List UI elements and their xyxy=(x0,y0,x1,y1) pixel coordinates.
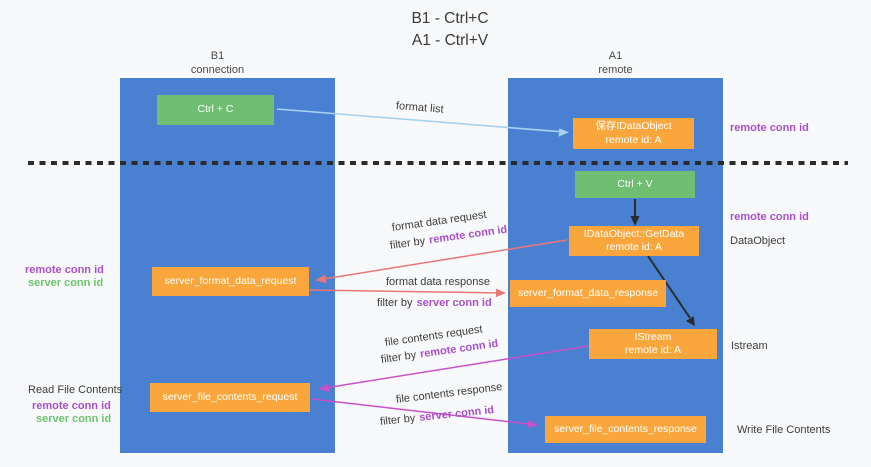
label-format-list: format list xyxy=(395,100,445,116)
side-istream: Istream xyxy=(731,340,768,352)
side-server-conn-id-left2: server conn id xyxy=(36,413,112,425)
side-dataobject: DataObject xyxy=(730,235,786,247)
side-remote-conn-id-left2: remote conn id xyxy=(32,400,111,412)
node-save-idataobject-line2: remote id: A xyxy=(605,133,662,146)
node-ctrl-v: Ctrl + V xyxy=(575,171,695,198)
side-write-file-contents: Write File Contents xyxy=(737,424,831,436)
node-ctrl-c: Ctrl + C xyxy=(157,95,274,125)
node-istream-line1: IStream xyxy=(634,330,672,343)
filter-by-text: filter by xyxy=(380,349,417,366)
label-file-contents-response: file contents response xyxy=(395,381,503,406)
diagram-title: B1 - Ctrl+C A1 - Ctrl+V xyxy=(300,8,600,53)
label-format-data-response: format data response xyxy=(386,276,490,288)
column-a1-title: A1 xyxy=(608,50,623,62)
node-save-idataobject-line1: 保存IDataObject xyxy=(595,120,672,133)
node-server-format-data-request-label: server_format_data_request xyxy=(164,274,297,287)
node-save-idataobject: 保存IDataObject remote id: A xyxy=(573,118,694,149)
format-data-response-arrowhead xyxy=(495,288,506,298)
title-line-2: A1 - Ctrl+V xyxy=(411,32,489,50)
node-server-format-data-response: server_format_data_response xyxy=(510,280,666,307)
column-a1-subtitle: remote xyxy=(598,63,633,76)
side-remote-conn-id-left1: remote conn id xyxy=(25,264,104,276)
server-conn-id-text: server conn id xyxy=(416,297,492,309)
side-remote-conn-id-top: remote conn id xyxy=(730,122,809,134)
node-istream: IStream remote id: A xyxy=(589,329,717,359)
node-idataobject-getdata-line2: remote id: A xyxy=(605,241,663,253)
filter-by-text: filter by xyxy=(377,297,413,309)
filter-by-text: filter by xyxy=(389,235,426,252)
column-header-a1: A1 remote xyxy=(508,50,723,78)
node-ctrl-c-label: Ctrl + C xyxy=(197,103,234,116)
node-ctrl-v-label: Ctrl + V xyxy=(617,177,653,190)
column-header-b1: B1 connection xyxy=(110,50,325,78)
side-remote-conn-id-mid: remote conn id xyxy=(730,211,809,223)
node-server-format-data-request: server_format_data_request xyxy=(152,267,309,296)
node-server-file-contents-request: server_file_contents_request xyxy=(150,383,310,412)
side-read-file-contents: Read File Contents xyxy=(28,384,123,396)
title-line-1: B1 - Ctrl+C xyxy=(411,10,489,27)
column-b1-subtitle: connection xyxy=(190,63,245,76)
server-conn-id-text: server conn id xyxy=(418,404,495,424)
node-idataobject-getdata-line1: IDataObject::GetData xyxy=(583,227,685,240)
node-server-format-data-response-label: server_format_data_response xyxy=(517,286,659,299)
node-server-file-contents-request-label: server_file_contents_request xyxy=(162,390,298,403)
node-server-file-contents-response: server_file_contents_response xyxy=(545,416,706,443)
format-data-response-arrow xyxy=(308,289,497,294)
column-b1-title: B1 xyxy=(210,50,225,62)
node-istream-line2: remote id: A xyxy=(624,344,682,356)
node-server-file-contents-response-label: server_file_contents_response xyxy=(553,422,697,435)
side-server-conn-id-left1: server conn id xyxy=(28,277,104,289)
node-idataobject-getdata: IDataObject::GetData remote id: A xyxy=(569,226,699,256)
filter-by-text: filter by xyxy=(379,412,416,428)
